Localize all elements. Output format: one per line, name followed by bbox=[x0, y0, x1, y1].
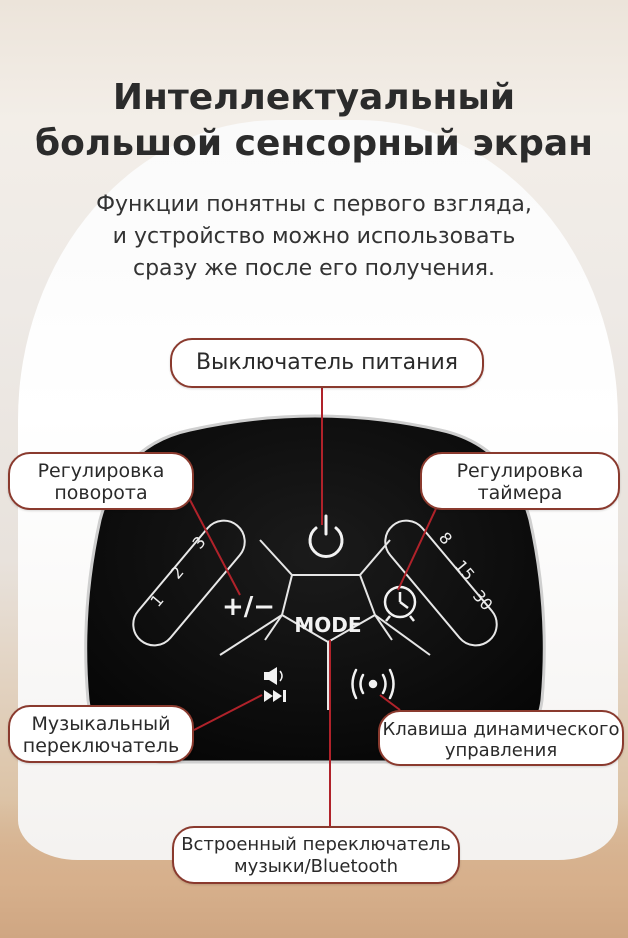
callout-dynamic-line2: управления bbox=[444, 740, 558, 761]
panel-divider-lines bbox=[219, 539, 431, 710]
subtitle-line3: сразу же после его получения. bbox=[132, 256, 496, 281]
callout-music: Музыкальный переключатель bbox=[8, 705, 194, 763]
callout-timer: Регулировка таймера bbox=[420, 452, 620, 510]
callout-power-label: Выключатель питания bbox=[195, 350, 459, 375]
music-icon[interactable] bbox=[264, 667, 286, 702]
callout-bluetooth-line1: Встроенный переключатель bbox=[181, 834, 451, 855]
callout-timer-line1: Регулировка bbox=[456, 460, 584, 482]
power-icon[interactable] bbox=[308, 514, 344, 558]
callout-rotation-line2: поворота bbox=[54, 482, 148, 504]
callout-rotation-line1: Регулировка bbox=[37, 460, 165, 482]
timer-slider[interactable] bbox=[377, 512, 506, 654]
callout-power: Выключатель питания bbox=[170, 338, 484, 388]
mode-button[interactable]: MODE bbox=[294, 613, 361, 637]
callout-timer-line2: таймера bbox=[477, 482, 563, 504]
callout-dynamic: Клавиша динамического управления bbox=[378, 710, 624, 766]
callout-rotation: Регулировка поворота bbox=[8, 452, 194, 510]
page-title-line2: большой сенсорный экран bbox=[34, 123, 594, 164]
callout-music-line1: Музыкальный bbox=[31, 713, 171, 735]
page-title-line1: Интеллектуальный bbox=[112, 77, 516, 118]
callout-bluetooth: Встроенный переключатель музыки/Bluetoot… bbox=[172, 826, 460, 884]
callout-dynamic-line1: Клавиша динамического bbox=[382, 719, 620, 740]
plusminus-button[interactable]: +/− bbox=[222, 592, 275, 622]
callout-bluetooth-line2: музыки/Bluetooth bbox=[233, 856, 399, 877]
subtitle-line2: и устройство можно использовать bbox=[112, 224, 516, 249]
callout-music-line2: переключатель bbox=[22, 735, 180, 757]
subtitle-line1: Функции понятны с первого взгляда, bbox=[96, 192, 532, 217]
